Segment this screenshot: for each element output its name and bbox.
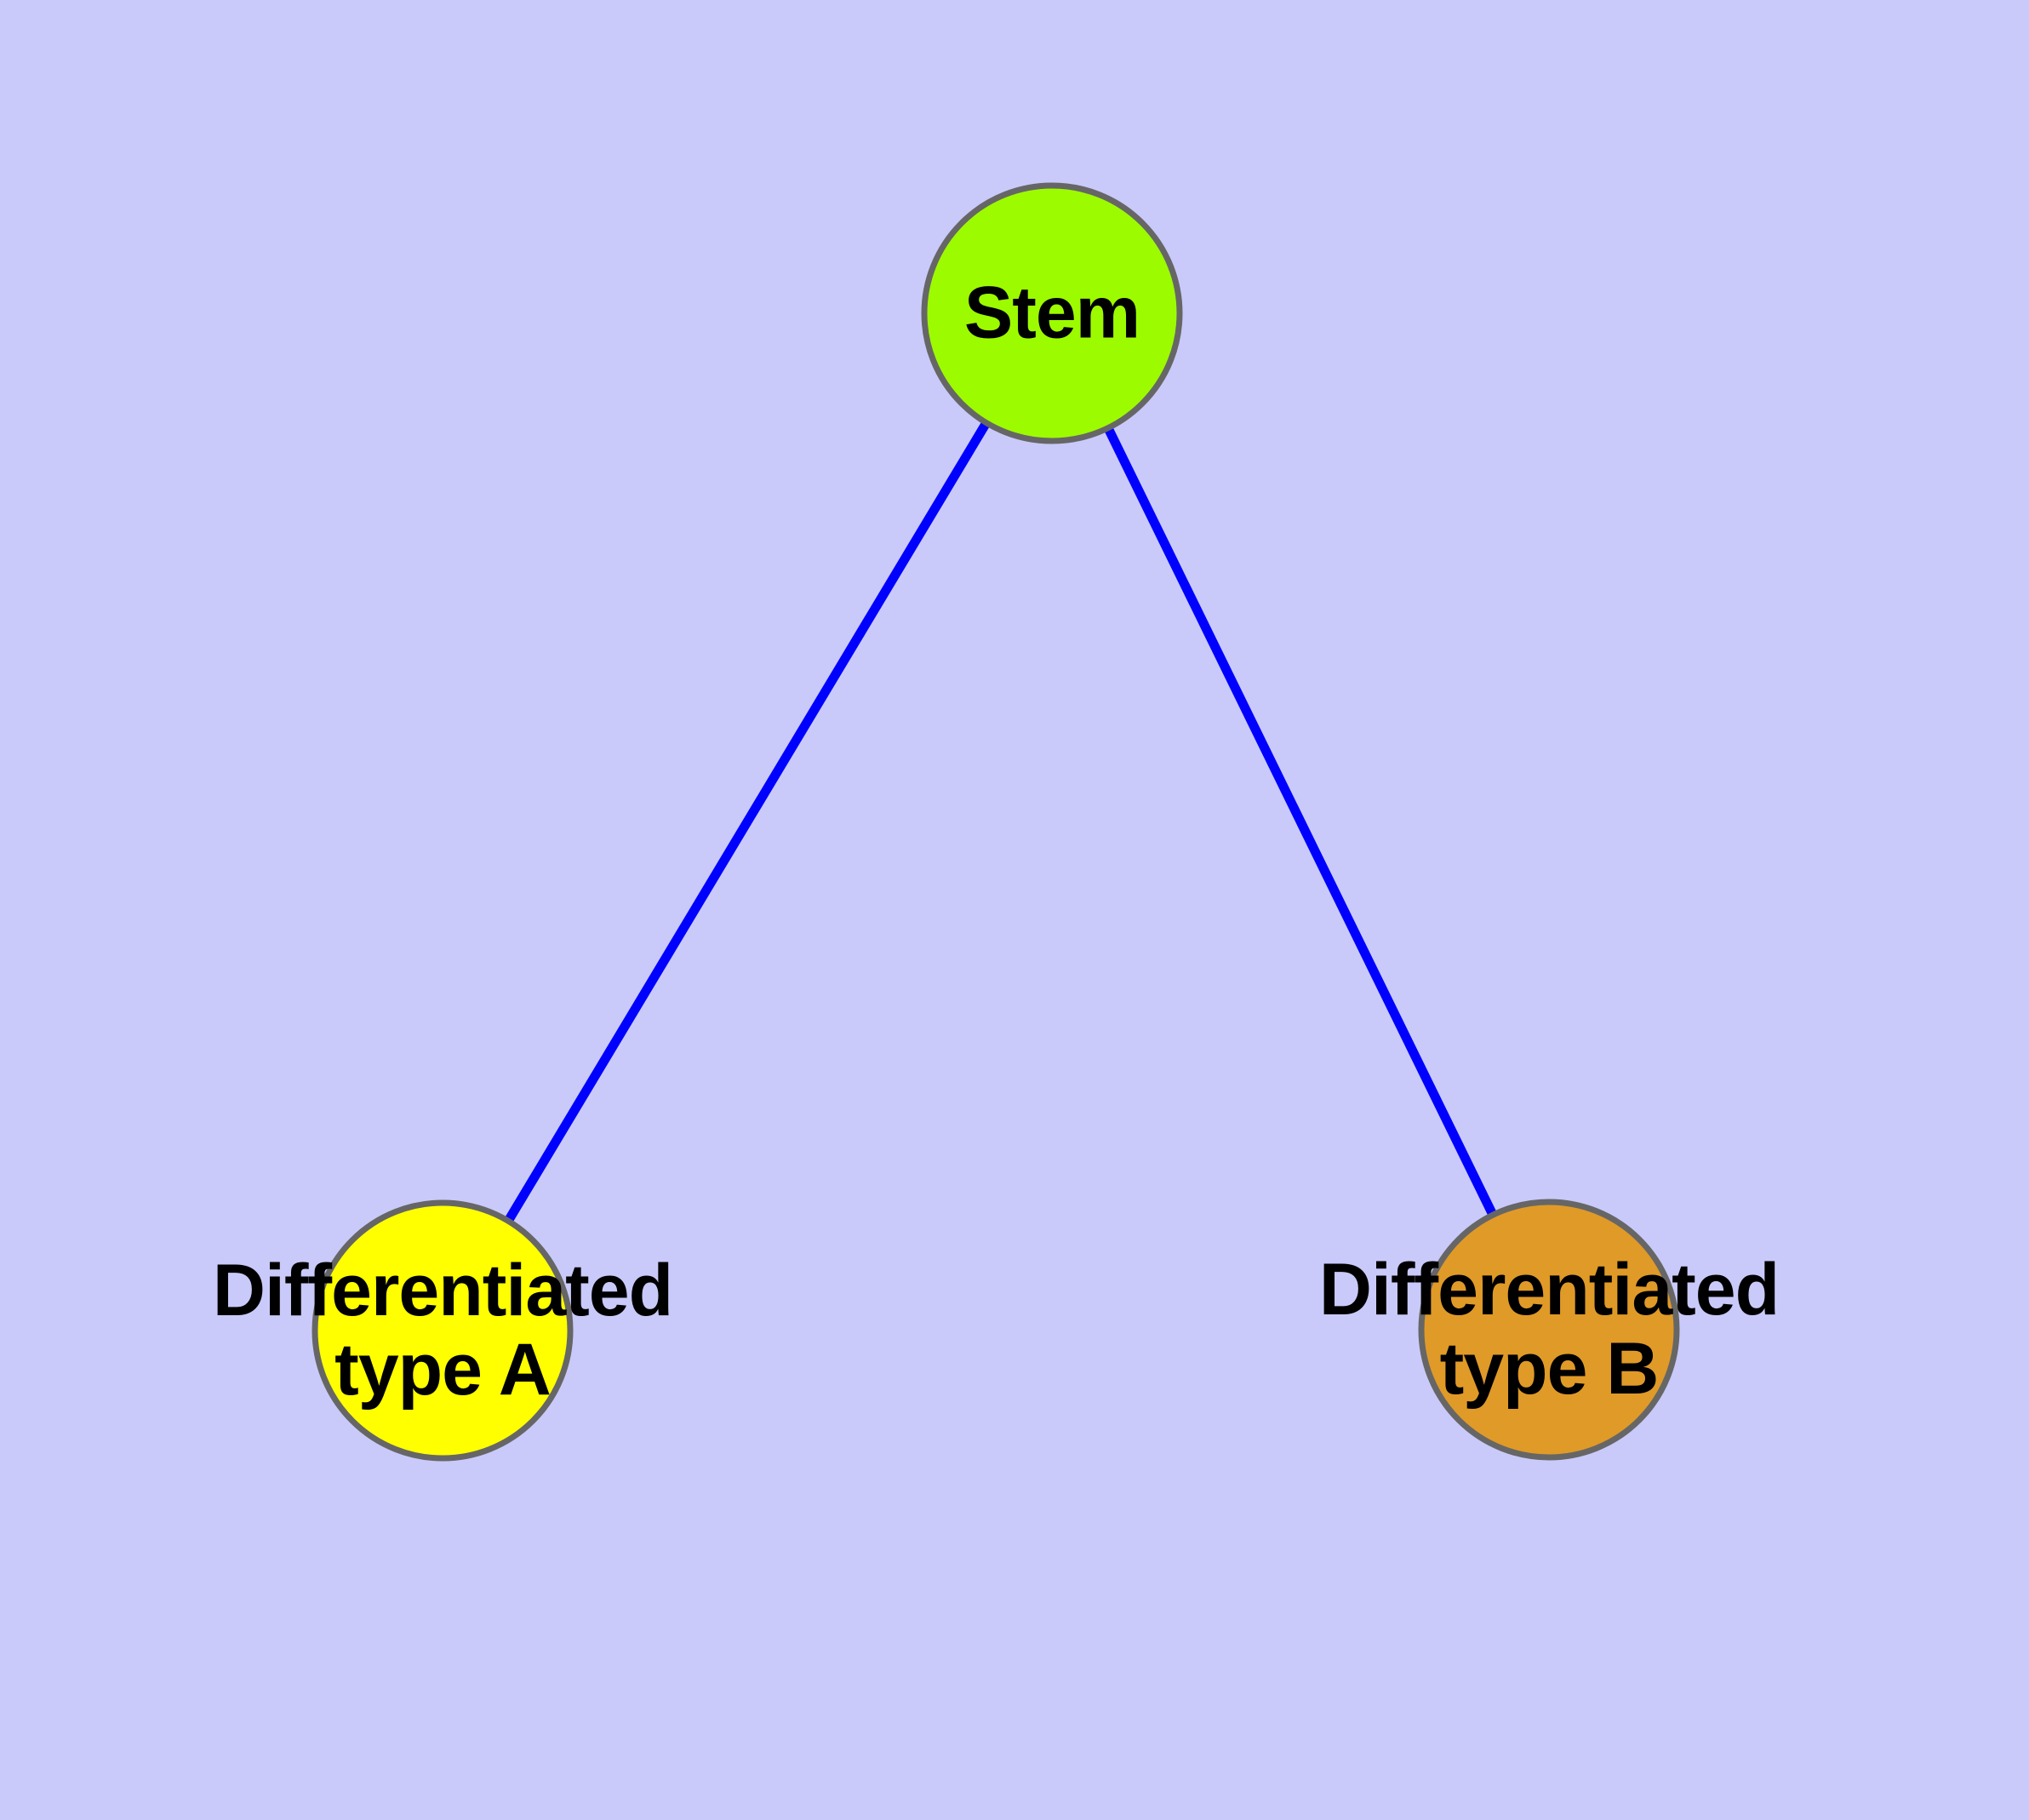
- edge-stem-to-diff-b[interactable]: [1048, 311, 1553, 1332]
- edge-stem-to-diff-a[interactable]: [438, 311, 1056, 1333]
- node-diff-b-circle[interactable]: [1418, 1199, 1680, 1461]
- node-stem-circle[interactable]: [921, 182, 1183, 444]
- node-layer: [311, 182, 1680, 1462]
- edge-layer: [438, 311, 1553, 1333]
- node-diff-a-circle[interactable]: [311, 1199, 574, 1462]
